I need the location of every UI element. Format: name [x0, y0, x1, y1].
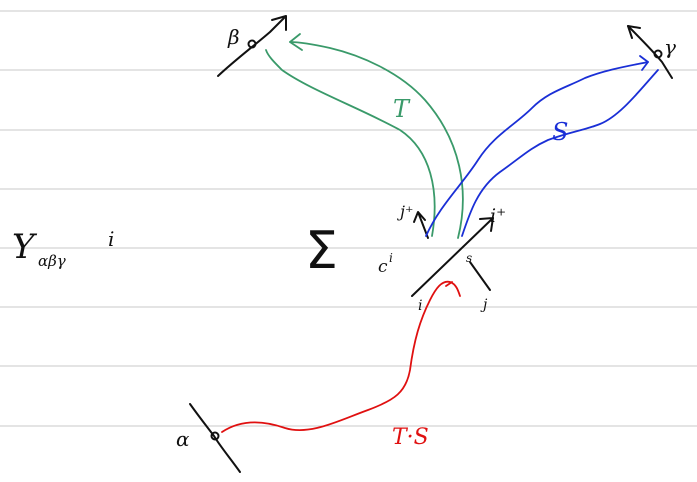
label-alpha: α [176, 427, 190, 451]
blue-S-path [425, 55, 659, 237]
label-gamma: γ [664, 35, 676, 59]
alpha-edge [189, 403, 241, 473]
vertex-line-main [411, 217, 494, 297]
label-j: j [480, 297, 488, 313]
vertex-arrow-jp [413, 211, 429, 239]
alpha-node: α [176, 403, 241, 473]
sum-index: c [378, 257, 388, 277]
vertex-arrowhead-ip [479, 217, 494, 232]
beta-dot [247, 39, 257, 49]
sum-index-superscript: i [389, 251, 393, 265]
label-beta: β [227, 25, 240, 49]
label-green-T: T [393, 95, 411, 123]
left-expression-superscript: i [108, 227, 114, 251]
red-TS-path [221, 280, 461, 433]
green-T-path [265, 33, 464, 239]
blue-arrowhead [639, 55, 649, 71]
blue-path-outer [461, 69, 659, 237]
vertex-labels: j⁺ i⁺ i j s [397, 202, 506, 314]
central-vertex [411, 211, 494, 297]
red-path [221, 280, 461, 433]
green-path-outer [289, 41, 464, 239]
ruled-lines [0, 10, 697, 427]
label-i-plus: i⁺ [490, 205, 506, 227]
label-i: i [418, 298, 422, 314]
label-blue-S: S [552, 118, 568, 146]
alpha-dot [210, 431, 220, 441]
label-red-TS: T·S [392, 425, 429, 450]
sum-expression: Σ c i [305, 221, 393, 281]
beta-arrowhead [271, 15, 287, 31]
blue-path-inner [425, 61, 649, 237]
left-expression-subscript: αβγ [38, 252, 66, 270]
red-arrow-tick [445, 281, 453, 287]
gamma-node: γ [627, 25, 676, 79]
gamma-edge [627, 25, 673, 79]
left-expression-Y: Y [12, 227, 38, 267]
gamma-arrowhead [627, 25, 641, 39]
green-path-inner [265, 49, 436, 237]
left-expression: Y αβγ i [12, 227, 114, 270]
green-arrowhead [289, 33, 303, 51]
vertex-leg-j [469, 261, 491, 291]
gamma-dot [653, 49, 663, 59]
label-s: s [466, 251, 472, 265]
beta-edge [217, 17, 285, 77]
beta-node: β [217, 15, 287, 77]
sigma-symbol: Σ [305, 221, 338, 281]
label-j-plus: j⁺ [397, 202, 413, 221]
